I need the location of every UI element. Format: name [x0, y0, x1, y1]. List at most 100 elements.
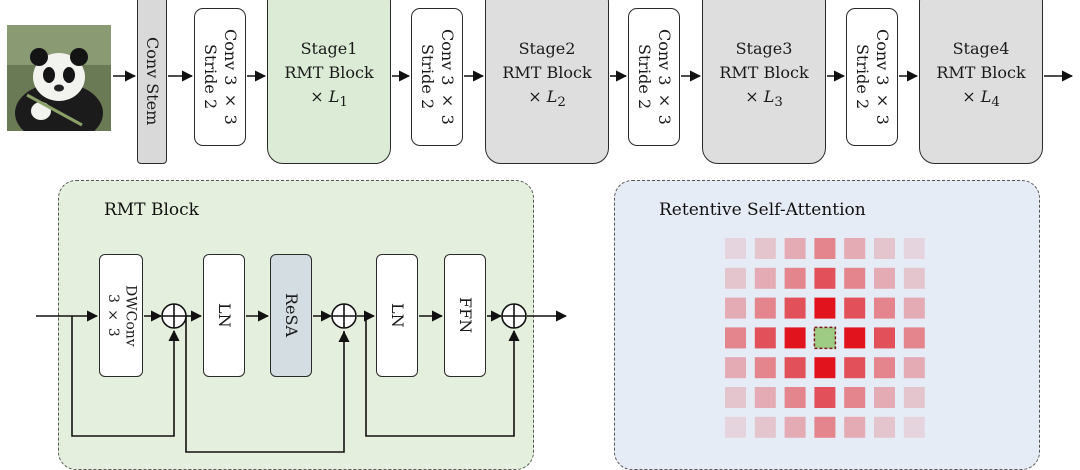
skip-path-2: [185, 316, 345, 453]
decay-cell: [814, 357, 836, 379]
decay-cell: [844, 238, 866, 259]
decay-cell: [874, 267, 895, 289]
ln-box-1: LN: [203, 254, 245, 377]
decay-cell: [903, 327, 925, 349]
decay-cell: [874, 238, 895, 259]
decay-cell: [844, 387, 866, 408]
stage-3-title: Stage3: [735, 38, 793, 58]
decay-cell: [725, 238, 746, 259]
stage-1-box: Stage1 RMT Block × L1: [267, 0, 391, 164]
skip-path-3: [365, 316, 520, 437]
decay-cell: [874, 297, 895, 319]
stage-1-block: RMT Block: [284, 62, 374, 82]
decay-cell: [784, 297, 806, 319]
decay-cell: [725, 387, 746, 408]
decay-cell: [903, 297, 925, 319]
conv-stem-label: Conv Stem: [143, 37, 162, 126]
decay-cell: [814, 238, 836, 259]
stage-1-title: Stage1: [300, 38, 358, 58]
decay-cell: [844, 327, 866, 349]
decay-cell: [874, 387, 895, 408]
decay-cell: [903, 267, 925, 289]
decay-cell: [844, 297, 866, 319]
ffn-label: FFN: [456, 297, 475, 334]
stage-2-block: RMT Block: [502, 62, 592, 82]
dwconv-line1: DWConv: [122, 284, 139, 347]
retentive-attention-title: Retentive Self-Attention: [659, 200, 866, 220]
decay-cell: [844, 357, 866, 379]
decay-cell: [754, 357, 776, 379]
downsample-2-line2: Stride 2: [418, 44, 437, 110]
downsample-2-line1: Conv 3 × 3: [438, 29, 457, 125]
decay-cell: [903, 416, 925, 438]
decay-grid: [725, 238, 925, 438]
decay-cell: [874, 327, 895, 349]
decay-cell: [844, 267, 866, 289]
stage-4-title: Stage4: [952, 38, 1010, 58]
decay-cell: [784, 327, 806, 349]
ln-1-label: LN: [215, 303, 234, 328]
decay-cell: [784, 357, 806, 379]
decay-cell: [725, 357, 746, 379]
decay-cell: [725, 297, 746, 319]
ln-box-2: LN: [376, 254, 418, 377]
decay-cell: [903, 357, 925, 379]
decay-cell: [784, 238, 806, 259]
decay-cell: [784, 267, 806, 289]
input-image: [7, 25, 111, 131]
stage-2-title: Stage2: [518, 38, 576, 58]
decay-cell: [754, 416, 776, 438]
decay-cell: [725, 416, 746, 438]
downsample-4-line1: Conv 3 × 3: [873, 29, 892, 125]
retentive-attention-panel: [614, 180, 1040, 470]
dwconv-line2: 3 × 3: [105, 294, 121, 337]
decay-cell: [784, 387, 806, 408]
decay-cell: [725, 267, 746, 289]
downsample-3-line1: Conv 3 × 3: [655, 29, 674, 125]
resa-label: ReSA: [282, 293, 301, 338]
downsample-1-line2: Stride 2: [201, 44, 220, 110]
downsample-4-line2: Stride 2: [853, 44, 872, 110]
query-cell: [813, 326, 837, 350]
stage-3-box: Stage3 RMT Block × L3: [702, 0, 826, 164]
stage-2-box: Stage2 RMT Block × L2: [485, 0, 609, 164]
decay-cell: [814, 297, 836, 319]
ffn-box: FFN: [444, 254, 486, 377]
ln-2-label: LN: [388, 303, 407, 328]
stage-4-box: Stage4 RMT Block × L4: [919, 0, 1043, 164]
decay-cell: [814, 416, 836, 438]
decay-cell: [903, 238, 925, 259]
resa-box: ReSA: [270, 254, 312, 377]
panda-photo-icon: [7, 25, 111, 131]
sum-node-2: [331, 303, 357, 329]
sum-node-3: [501, 303, 527, 329]
downsample-3-line2: Stride 2: [635, 44, 654, 110]
conv-stem-box: Conv Stem: [137, 0, 167, 164]
decay-cell: [754, 267, 776, 289]
stage-3-block: RMT Block: [719, 62, 809, 82]
decay-cell: [725, 327, 746, 349]
downsample-1-line1: Conv 3 × 3: [221, 29, 240, 125]
decay-cell: [844, 416, 866, 438]
decay-cell: [814, 387, 836, 408]
sum-node-1: [161, 303, 187, 329]
decay-cell: [874, 357, 895, 379]
decay-cell: [814, 267, 836, 289]
connector-layer: [36, 70, 1074, 453]
rmt-block-title: RMT Block: [104, 200, 199, 220]
stage-4-block: RMT Block: [936, 62, 1026, 82]
decay-cell: [874, 416, 895, 438]
decay-cell: [903, 387, 925, 408]
decay-cell: [754, 387, 776, 408]
decay-cell: [784, 416, 806, 438]
decay-cell: [754, 297, 776, 319]
decay-cell: [754, 238, 776, 259]
decay-cell: [754, 327, 776, 349]
skip-path-1: [71, 316, 180, 437]
